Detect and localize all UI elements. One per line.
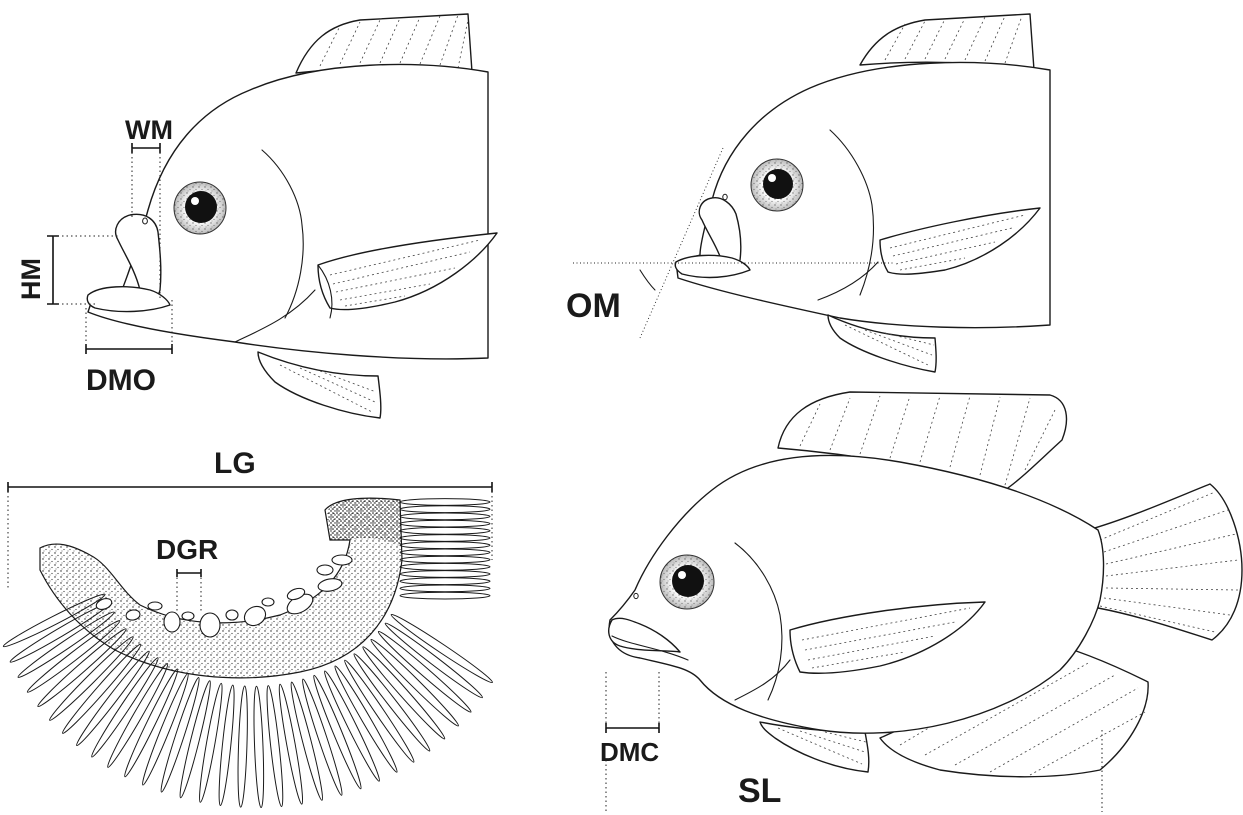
sl-label: SL <box>738 772 781 810</box>
dmc-guides <box>606 672 659 728</box>
dgr-bar <box>177 569 201 577</box>
dmc-bar <box>606 723 659 733</box>
dorsal-fin-2 <box>860 14 1034 70</box>
dgr-label: DGR <box>156 534 218 565</box>
gill-filament <box>400 585 490 592</box>
eye-2 <box>751 159 803 211</box>
hm-bar <box>47 236 59 304</box>
lg-label: LG <box>214 447 256 480</box>
whole-fish-panel: DMC SL <box>600 392 1242 812</box>
gill-filament <box>252 686 265 808</box>
gill-filament <box>400 535 490 542</box>
gill-filament <box>400 499 490 506</box>
gill-filament <box>400 506 490 513</box>
dmo-label: DMO <box>86 364 156 397</box>
gill-filament <box>400 592 490 599</box>
head-body-outline <box>88 65 488 359</box>
gill-filament <box>400 513 490 520</box>
head-measurements-panel: WM HM DMO <box>16 14 497 418</box>
om-label: OM <box>566 287 621 325</box>
caudal-fin <box>1088 484 1242 640</box>
gill-filament <box>400 549 490 556</box>
gill-filament <box>400 578 490 585</box>
gill-arch-panel: LG DGR <box>1 447 494 808</box>
gill-filament <box>400 556 490 563</box>
eye <box>174 182 226 234</box>
eye-3 <box>660 555 714 609</box>
gill-filament <box>400 571 490 578</box>
gill-filament <box>400 563 490 570</box>
wm-label: WM <box>125 115 173 145</box>
dmo-bar <box>86 344 172 354</box>
gill-filament <box>236 686 248 807</box>
gill-filament <box>400 527 490 534</box>
dmc-label: DMC <box>600 737 659 767</box>
dgr-guides <box>177 573 201 612</box>
om-angle-arc <box>640 270 655 290</box>
gill-filament <box>400 520 490 527</box>
pelvic-fin <box>258 352 381 418</box>
lg-bar <box>8 482 492 492</box>
upper-lip <box>116 214 161 297</box>
gill-filament <box>400 542 490 549</box>
hm-label: HM <box>16 258 46 300</box>
mouth-angle-panel: OM <box>566 14 1050 372</box>
